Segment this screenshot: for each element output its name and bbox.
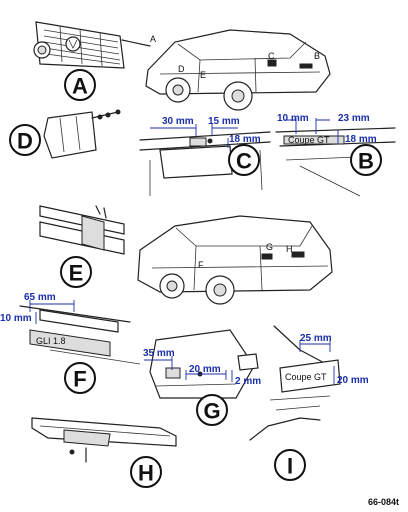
dim-G-left: 35 mm	[143, 348, 175, 359]
car-label-G: G	[266, 242, 273, 252]
label-A: A	[150, 34, 156, 44]
dim-B-left: 10 mm	[277, 113, 309, 124]
callout-circle-I	[274, 449, 306, 481]
panel-F-illustration	[19, 305, 141, 365]
dim-F-horiz: 65 mm	[24, 292, 56, 303]
dim-G-vert: 2 mm	[235, 376, 261, 387]
panel-H-illustration	[31, 417, 177, 463]
dim-C-right: 15 mm	[208, 116, 240, 127]
callout-circle-B	[350, 144, 382, 176]
car-label-B: B	[314, 51, 320, 61]
dim-C-left: 30 mm	[162, 116, 194, 127]
callout-circle-D	[9, 124, 41, 156]
car-label-F: F	[198, 260, 204, 270]
callout-circle-F	[64, 362, 96, 394]
callout-E: E	[69, 261, 84, 286]
callout-circle-G	[196, 394, 228, 426]
callout-A: A	[72, 74, 88, 99]
callout-circle-C	[228, 144, 260, 176]
callout-circle-A	[64, 69, 96, 101]
dim-G-mid: 20 mm	[189, 364, 221, 375]
coupe-car-illustration	[145, 29, 331, 111]
dim-F-vert: 10 mm	[0, 313, 32, 324]
dim-C-vert: 18 mm	[229, 134, 261, 145]
callout-D: D	[17, 129, 33, 154]
callout-I: I	[287, 454, 293, 479]
dim-B-right: 23 mm	[338, 113, 370, 124]
car-label-H: H	[286, 244, 293, 254]
panel-C-illustration	[139, 131, 271, 196]
badge-B: Coupe GT	[288, 135, 330, 145]
callout-B: B	[358, 149, 374, 174]
callout-circle-E	[60, 256, 92, 288]
callout-H: H	[138, 461, 154, 486]
callout-C: C	[236, 149, 252, 174]
badge-I: Coupe GT	[285, 372, 327, 382]
panel-G-illustration	[149, 329, 259, 399]
reference-number: 66-084t	[368, 497, 399, 507]
panel-E-illustration	[39, 205, 125, 255]
dim-I-vert: 20 mm	[337, 375, 369, 386]
callout-circle-H	[130, 456, 162, 488]
callout-G: G	[203, 399, 220, 424]
dim-B-vert: 18 mm	[345, 134, 377, 145]
badge-F: GLI 1.8	[36, 336, 66, 346]
car-label-D: D	[178, 64, 185, 74]
grille-illustration	[33, 21, 151, 69]
car-label-C: C	[268, 51, 275, 61]
panel-D-illustration	[43, 109, 121, 159]
car-label-E: E	[200, 70, 206, 80]
callout-F: F	[73, 367, 86, 392]
hatchback-car-illustration	[137, 215, 333, 305]
dim-I-top: 25 mm	[300, 333, 332, 344]
